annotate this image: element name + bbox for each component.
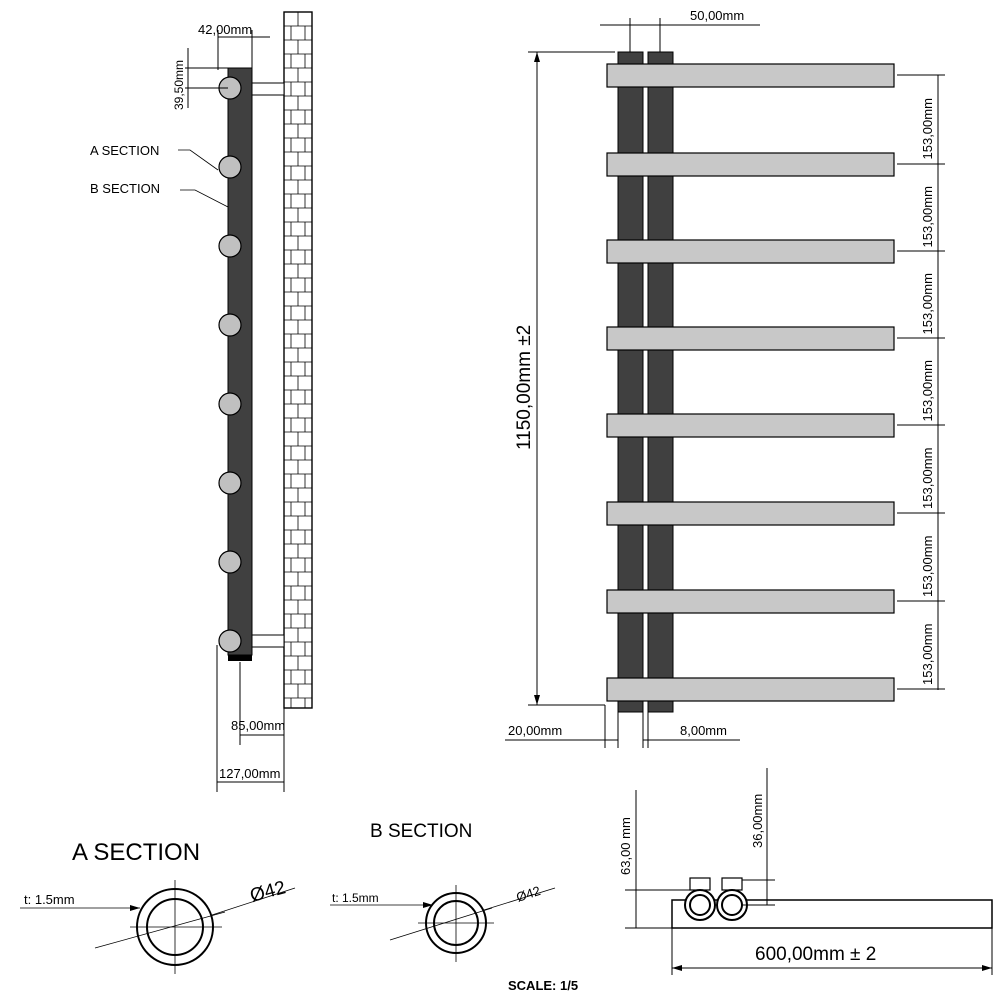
- side-column-cap: [228, 655, 252, 661]
- side-bar-end-2: [218, 155, 242, 179]
- side-bar-end-6: [218, 471, 242, 495]
- front-bar-8: [606, 677, 895, 702]
- bottom-wall-bracket: [251, 634, 285, 648]
- dim-42mm: 42,00mm: [198, 22, 252, 37]
- section-a-thickness: t: 1.5mm: [24, 892, 75, 907]
- front-bar-2: [606, 152, 895, 177]
- front-view: 50,00mm 1150,00mm ±2 153,00mm 153,00mm 153…: [505, 8, 945, 748]
- side-bar-ends: [218, 76, 242, 653]
- label-b-section: B SECTION: [90, 181, 160, 196]
- dim-spacing-4: 153,00mm: [920, 360, 935, 421]
- section-a-title: A SECTION: [72, 839, 200, 866]
- section-a: A SECTION t: 1.5mm Ø42: [20, 839, 296, 974]
- front-bar-1: [606, 63, 895, 88]
- dim-1150mm: 1150,00mm ±2: [514, 325, 535, 450]
- side-bar-end-3: [218, 234, 242, 258]
- front-bar-7: [606, 589, 895, 614]
- top-view: 63,00 mm 36,00mm 600,00mm ± 2: [618, 768, 993, 975]
- section-b: B SECTION t: 1.5mm Ø42: [330, 821, 556, 962]
- front-bars: [606, 63, 895, 702]
- front-bar-6: [606, 501, 895, 526]
- wall: [283, 11, 313, 709]
- dim-600mm: 600,00mm ± 2: [755, 944, 876, 965]
- scale-label: SCALE: 1/5: [508, 978, 578, 993]
- section-a-diameter: Ø42: [248, 877, 288, 907]
- dim-spacing-3: 153,00mm: [920, 273, 935, 334]
- side-bar-end-7: [218, 550, 242, 574]
- dim-20mm: 20,00mm: [508, 723, 562, 738]
- dim-spacing-2: 153,00mm: [920, 186, 935, 247]
- front-bar-3: [606, 239, 895, 264]
- section-b-diameter: Ø42: [514, 883, 542, 905]
- dim-spacing-5: 153,00mm: [920, 448, 935, 509]
- dim-127mm: 127,00mm: [219, 766, 280, 781]
- dim-spacing-6: 153,00mm: [920, 536, 935, 597]
- side-bar-end-4: [218, 313, 242, 337]
- top-wall-bracket: [251, 82, 285, 96]
- dim-spacing-1: 153,00mm: [920, 98, 935, 159]
- label-a-section: A SECTION: [90, 143, 159, 158]
- section-b-thickness: t: 1.5mm: [332, 891, 379, 905]
- side-bar-end-8: [218, 629, 242, 653]
- dim-50mm: 50,00mm: [690, 8, 744, 23]
- side-view: 42,00mm 39,50mm A SECTION B SECTION 85,0…: [90, 11, 313, 792]
- dim-39-50mm: 39,50mm: [172, 60, 186, 110]
- dim-spacing-7: 153,00mm: [920, 624, 935, 685]
- side-bar-end-5: [218, 392, 242, 416]
- dim-36mm: 36,00mm: [750, 794, 765, 848]
- dim-85mm: 85,00mm: [231, 718, 285, 733]
- front-bar-5: [606, 413, 895, 438]
- dim-63mm: 63,00 mm: [618, 817, 633, 875]
- section-b-title: B SECTION: [370, 821, 472, 842]
- front-bar-4: [606, 326, 895, 351]
- dim-8mm: 8,00mm: [680, 723, 727, 738]
